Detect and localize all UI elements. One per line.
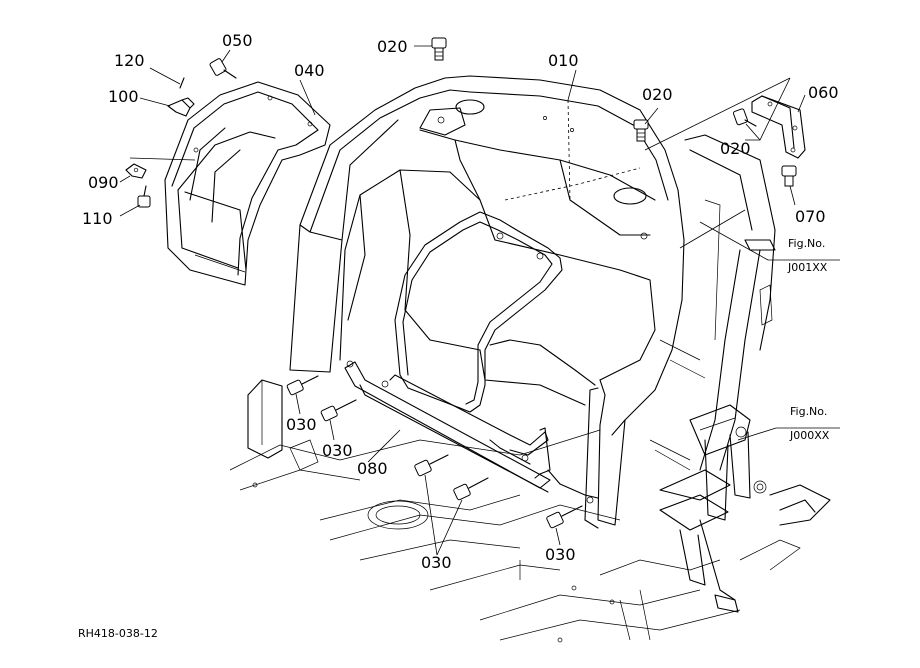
label-030-b: 030 [322, 441, 353, 460]
label-060: 060 [808, 83, 839, 102]
label-020-right: 020 [720, 139, 751, 158]
label-030-d: 030 [545, 545, 576, 564]
fig-ref-1-title: Fig.No. [788, 237, 825, 250]
floor-frame [229, 379, 831, 643]
label-070: 070 [795, 207, 826, 226]
label-100: 100 [108, 87, 139, 106]
part-labels: 010 020 020 020 030 030 030 030 040 050 … [82, 31, 839, 572]
chassis-column [649, 134, 776, 613]
bracket-060 [751, 95, 806, 159]
fig-ref-2-number: J000XX [789, 429, 830, 442]
plate-080 [344, 360, 599, 504]
label-030-c: 030 [421, 553, 452, 572]
leader-lines [119, 45, 840, 556]
fig-ref-1-number: J001XX [787, 261, 828, 274]
figure-references: Fig.No. J001XX Fig.No. J000XX [787, 237, 830, 442]
drawing-code: RH418-038-12 [78, 627, 158, 640]
label-020-top: 020 [377, 37, 408, 56]
label-080: 080 [357, 459, 388, 478]
label-110: 110 [82, 209, 113, 228]
label-040: 040 [294, 61, 325, 80]
label-090: 090 [88, 173, 119, 192]
small-parts [125, 77, 195, 179]
bolts [137, 37, 797, 529]
label-030-a: 030 [286, 415, 317, 434]
label-050: 050 [222, 31, 253, 50]
side-cover-040 [164, 81, 331, 286]
fig-ref-2-title: Fig.No. [790, 405, 827, 418]
rear-cover-010 [289, 75, 685, 529]
label-020-mid: 020 [642, 85, 673, 104]
label-010: 010 [548, 51, 579, 70]
label-120: 120 [114, 51, 145, 70]
